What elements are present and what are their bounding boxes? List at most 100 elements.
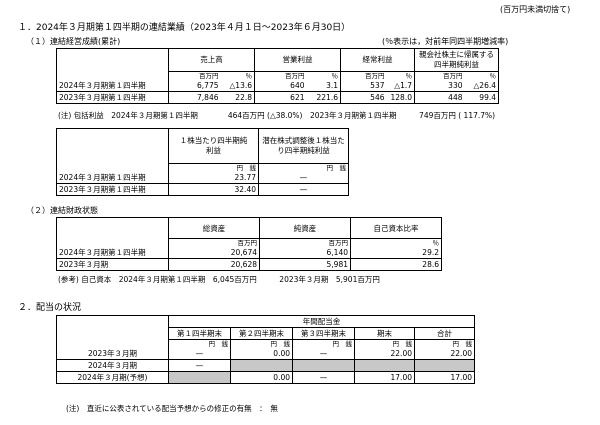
cell: △1.7 — [386, 80, 415, 92]
cell: 22.8 — [220, 91, 255, 104]
table-row: 2023年３月期 — 0.00 — 22.00 22.00 — [56, 348, 475, 360]
unit-label: ％ — [350, 238, 442, 247]
unit-label: ％ — [464, 71, 499, 80]
cell: 330 — [414, 80, 465, 92]
unit-label: 円 銭 — [292, 339, 355, 348]
table-row: 2024年３月期第１四半期 20,674 6,140 29.2 — [56, 247, 442, 259]
table-row: 2024年３月期第１四半期 23.77 — — [56, 172, 349, 184]
eps-table: １株当たり四半期純利益 潜在株式調整後１株当たり四半期純利益 円 銭 円 銭 2… — [56, 128, 349, 196]
unit-label: 円 銭 — [258, 163, 349, 172]
cell: △26.4 — [464, 80, 499, 92]
row-label: 2023年３月期 — [56, 348, 169, 360]
cell: 17.00 — [354, 371, 415, 384]
cell: 537 — [340, 80, 387, 92]
cell: — — [292, 371, 355, 384]
annual-dividend-header: 年間配当金 — [168, 315, 475, 328]
cell: 99.4 — [464, 91, 499, 104]
col-diluted-eps: 潜在株式調整後１株当たり四半期純利益 — [258, 128, 349, 164]
cell: 0.00 — [230, 348, 293, 360]
cell: 640 — [254, 80, 307, 92]
cell: 22.00 — [414, 348, 475, 360]
cell: — — [168, 359, 231, 372]
cell: 5,981 — [259, 258, 351, 271]
row-label: 2024年３月期第１四半期 — [56, 80, 169, 92]
cell: 621 — [254, 91, 307, 104]
cell: 0.00 — [230, 371, 293, 384]
unit-label: ％ — [220, 71, 255, 80]
cell: 7,846 — [168, 91, 221, 104]
ops-table: 売上高 営業利益 経常利益 親会社株主に帰属する四半期純利益 百万円 ％ 百万円… — [56, 48, 499, 104]
table-row: 2023年３月期第１四半期 7,846 22.8 621 221.6 546 1… — [56, 91, 499, 104]
cell: 20,674 — [168, 247, 260, 259]
cell: — — [258, 183, 349, 196]
table-row: 2024年３月期 — — [56, 359, 475, 372]
col-equity-ratio: 自己資本比率 — [350, 217, 442, 239]
unit-label: 百万円 — [254, 71, 307, 80]
cell: 6,140 — [259, 247, 351, 259]
row-label: 2024年３月期第１四半期 — [56, 247, 169, 259]
cell: 128.0 — [386, 91, 415, 104]
row-label: 2023年３月期第１四半期 — [56, 91, 169, 104]
unit-label: 円 銭 — [354, 339, 415, 348]
unit-label: 円 銭 — [168, 339, 231, 348]
row-label: 2023年３月期第１四半期 — [56, 183, 169, 196]
col-net-assets: 純資産 — [259, 217, 351, 239]
row-label: 2024年３月期(予想) — [56, 371, 169, 384]
table-row: 2023年３月期第１四半期 32.40 — — [56, 183, 349, 196]
cell — [354, 359, 415, 372]
unit-label: 円 銭 — [414, 339, 475, 348]
cell — [230, 359, 293, 372]
cell: 17.00 — [414, 371, 475, 384]
col-eps: １株当たり四半期純利益 — [168, 128, 259, 164]
col-q3: 第３四半期末 — [292, 327, 355, 340]
cell: 29.2 — [350, 247, 442, 259]
cell: 546 — [340, 91, 387, 104]
col-total: 合計 — [414, 327, 475, 340]
col-total-assets: 総資産 — [168, 217, 260, 239]
cell: 22.00 — [354, 348, 415, 360]
unit-label: 百万円 — [259, 238, 351, 247]
cell: 448 — [414, 91, 465, 104]
row-label: 2024年３月期 — [56, 359, 169, 372]
cell: 28.6 — [350, 258, 442, 271]
unit-label: 円 銭 — [230, 339, 293, 348]
cell — [292, 359, 355, 372]
cell: △13.6 — [220, 80, 255, 92]
unit-label: ％ — [386, 71, 415, 80]
equity-note: (参考) 自己資本 2024年３月期第１四半期 6,045百万円 2023年３月… — [58, 275, 380, 284]
cell: — — [168, 348, 231, 360]
section2-title: ２．配当の状況 — [18, 303, 82, 313]
unit-label: 百万円 — [168, 71, 221, 80]
table-row: 2024年３月期(予想) 0.00 — 17.00 17.00 — [56, 371, 475, 384]
unit-label: 百万円 — [414, 71, 465, 80]
cell: — — [292, 348, 355, 360]
fin-subtitle: （２）連結財政状態 — [26, 206, 98, 215]
pct-note: (％表示は，対前年同四半期増減率) — [382, 37, 509, 46]
col-year-end: 期末 — [354, 327, 415, 340]
cell: 20,628 — [168, 258, 260, 271]
col-net-profit: 親会社株主に帰属する四半期純利益 — [414, 48, 499, 72]
ops-subtitle: （１）連結経営成績(累計) — [26, 37, 121, 46]
cell: — — [258, 172, 349, 184]
section1-title: １．2024年３月期第１四半期の連結業績（2023年４月１日～2023年６月30… — [18, 23, 351, 33]
col-operating-profit: 営業利益 — [254, 48, 341, 72]
row-label: 2024年３月期第１四半期 — [56, 172, 169, 184]
financial-table: 総資産 純資産 自己資本比率 百万円 百万円 ％ 2024年３月期第１四半期 2… — [56, 217, 442, 271]
cell: 3.1 — [306, 80, 341, 92]
table-row: 2023年３月期 20,628 5,981 28.6 — [56, 258, 442, 271]
table-row: 2024年３月期第１四半期 6,775 △13.6 640 3.1 537 △1… — [56, 80, 499, 92]
unit-label: 百万円 — [340, 71, 387, 80]
col-ordinary-profit: 経常利益 — [340, 48, 415, 72]
cell: 32.40 — [168, 183, 259, 196]
comprehensive-income-note: (注) 包括利益 2024年３月期第１四半期 464百万円 (△38.0%) 2… — [58, 111, 496, 120]
dividend-table: 年間配当金 第１四半期末 第２四半期末 第３四半期末 期末 合計 円 銭 円 銭… — [56, 315, 475, 384]
unit-label: 百万円 — [168, 238, 260, 247]
col-q1: 第１四半期末 — [168, 327, 231, 340]
cell — [414, 359, 475, 372]
row-label: 2023年３月期 — [56, 258, 169, 271]
unit-note: (百万円未満切捨て) — [500, 5, 571, 14]
col-sales: 売上高 — [168, 48, 255, 72]
unit-label: 円 銭 — [168, 163, 259, 172]
dividend-footnote: (注) 直近に公表されている配当予想からの修正の有無 ： 無 — [66, 404, 278, 413]
unit-label: ％ — [306, 71, 341, 80]
